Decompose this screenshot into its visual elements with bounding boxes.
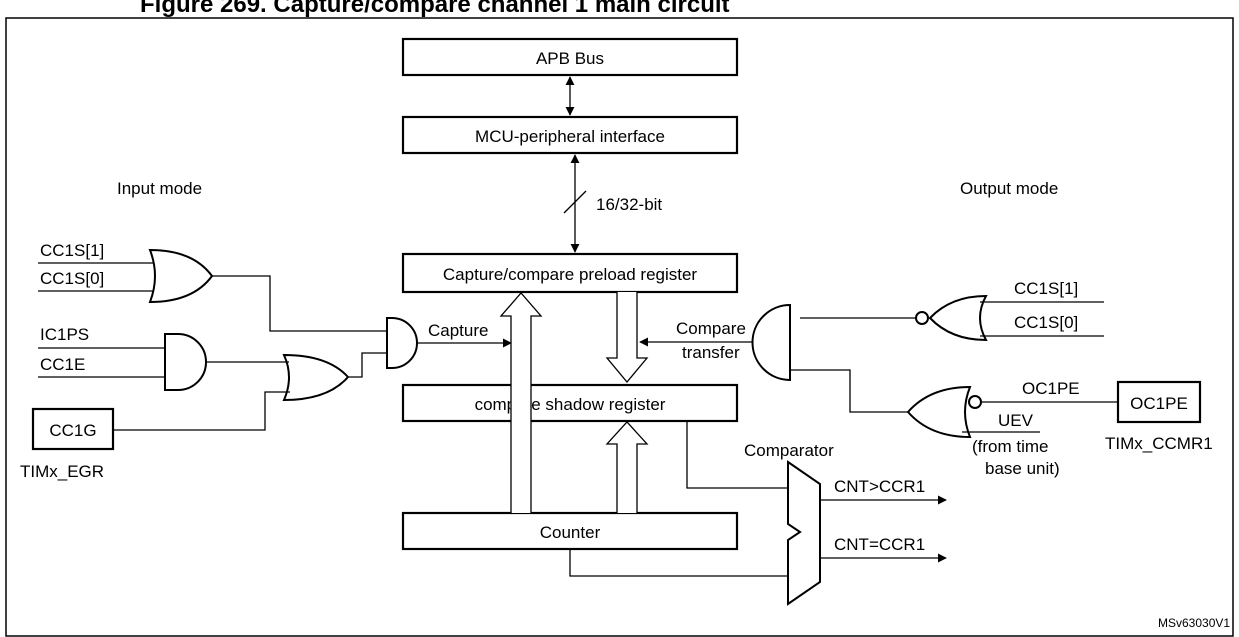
uev-label: UEV — [998, 411, 1034, 430]
shadow-register-label: compare shadow register — [475, 395, 666, 414]
ic1ps-label: IC1PS — [40, 325, 89, 344]
cnt-gt-ccr1-label: CNT>CCR1 — [834, 477, 925, 496]
oc1pe-box: OC1PE — [1116, 380, 1202, 424]
cc1g-label: CC1G — [49, 421, 96, 440]
cc1g-box: CC1G — [31, 407, 115, 451]
input-cc1s0-label: CC1S[0] — [40, 269, 104, 288]
oc1pe-box-label: OC1PE — [1130, 394, 1188, 413]
apb-bus-block: APB Bus — [401, 37, 739, 77]
input-cc1s1-label: CC1S[1] — [40, 241, 104, 260]
compare-label: Compare — [676, 319, 746, 338]
cc1e-label: CC1E — [40, 355, 85, 374]
comparator-label: Comparator — [744, 441, 834, 460]
shadow-register-block: compare shadow register — [401, 383, 739, 423]
uev-note-line2: base unit) — [985, 459, 1060, 478]
transfer-label: transfer — [682, 343, 740, 362]
compare-pipe-up — [605, 421, 649, 513]
figure-banner: Figure 269. Capture/compare channel 1 ma… — [0, 0, 1239, 24]
figure-reference: MSv63030V1 — [1158, 616, 1230, 630]
wire-cc1g-to-or2 — [113, 391, 290, 431]
wire-counter-to-comparator — [569, 549, 788, 577]
capture-label: Capture — [428, 321, 488, 340]
output-cc1s1-label: CC1S[1] — [1014, 279, 1078, 298]
figure-frame — [5, 17, 1234, 637]
figure-title: Figure 269. Capture/compare channel 1 ma… — [140, 0, 730, 18]
wire-or1-to-and — [212, 275, 387, 332]
apb-bus-label: APB Bus — [536, 49, 604, 68]
bus-width-slash — [563, 190, 587, 214]
or-gate-cc1s — [148, 248, 214, 304]
timx-ccmr1-label: TIMx_CCMR1 — [1105, 434, 1213, 453]
timx-egr-label: TIMx_EGR — [20, 462, 104, 481]
comparator-symbol — [787, 460, 821, 606]
oc1pe-signal-label: OC1PE — [1022, 379, 1080, 398]
output-mode-label: Output mode — [960, 179, 1058, 198]
or-gate-capture — [282, 353, 350, 402]
mcu-interface-label: MCU-peripheral interface — [475, 127, 665, 146]
and-gate-ic1ps — [164, 333, 207, 391]
output-cc1s0-label: CC1S[0] — [1014, 313, 1078, 332]
uev-note-line1: (from time — [972, 437, 1049, 456]
wire-or2-to-and — [348, 352, 387, 378]
cnt-eq-ccr1-label: CNT=CCR1 — [834, 535, 925, 554]
transfer-pipe-down — [605, 292, 649, 384]
and-gate-capture — [386, 317, 418, 369]
nor-bubble — [915, 311, 929, 325]
or-gate-oc1pe — [906, 385, 972, 439]
wire-or-to-and — [790, 369, 908, 413]
preload-register-block: Capture/compare preload register — [401, 252, 739, 294]
bus-width-label: 16/32-bit — [596, 195, 662, 214]
counter-block: Counter — [401, 511, 739, 551]
mcu-interface-block: MCU-peripheral interface — [401, 115, 739, 155]
nor-gate-cc1s — [928, 294, 988, 342]
preload-register-label: Capture/compare preload register — [443, 265, 698, 284]
oc1pe-inverter-bubble — [968, 395, 982, 409]
counter-label: Counter — [540, 523, 601, 542]
wire-shadow-to-comparator — [686, 421, 788, 489]
input-mode-label: Input mode — [117, 179, 202, 198]
capture-pipe-up — [499, 292, 543, 513]
and-gate-compare — [751, 303, 791, 382]
